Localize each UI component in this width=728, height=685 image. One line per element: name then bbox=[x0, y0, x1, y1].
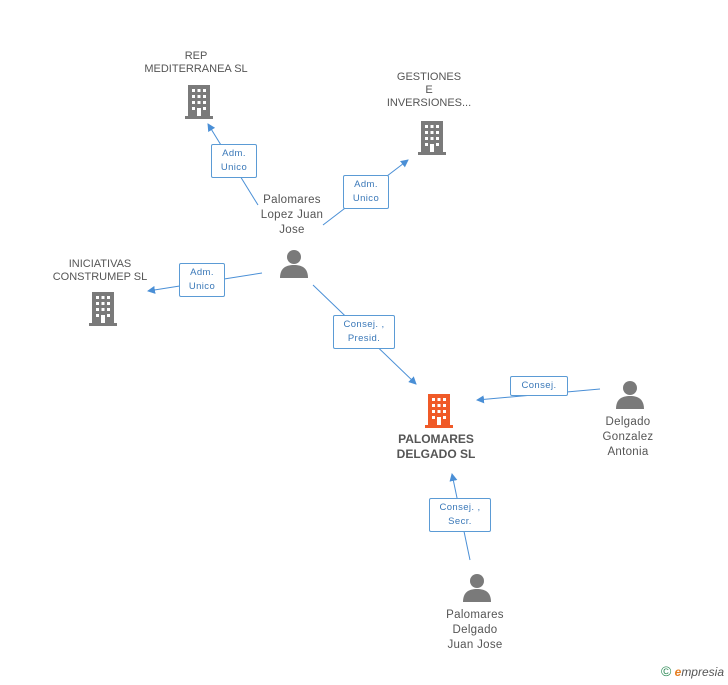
relation-label-iniciativas[interactable]: Adm. Unico bbox=[179, 263, 225, 297]
relation-label-main-secr[interactable]: Consej. , Secr. bbox=[429, 498, 491, 532]
brand-footer: © empresia bbox=[661, 663, 724, 679]
node-label-delgado-gonzalez[interactable]: Delgado Gonzalez Antonia bbox=[602, 416, 654, 458]
building-icon-gestiones[interactable] bbox=[416, 121, 448, 155]
node-label-rep[interactable]: REP MEDITERRANEA SL bbox=[144, 50, 248, 75]
relation-label-main-presid[interactable]: Consej. , Presid. bbox=[333, 315, 395, 349]
relation-label-main-delgado[interactable]: Consej. bbox=[510, 376, 568, 396]
person-icon-palomares-delgado[interactable] bbox=[462, 573, 492, 603]
node-label-palomares-lopez[interactable]: Palomares Lopez Juan Jose bbox=[260, 194, 324, 236]
building-icon-main[interactable] bbox=[423, 394, 455, 428]
person-icon-delgado-gonzalez[interactable] bbox=[615, 380, 645, 410]
brand-e-logo: e bbox=[674, 665, 682, 679]
node-label-iniciativas[interactable]: INICIATIVAS CONSTRUMEP SL bbox=[52, 258, 148, 283]
building-icon-iniciativas[interactable] bbox=[87, 292, 119, 326]
person-icon-palomares-lopez[interactable] bbox=[279, 249, 309, 279]
node-label-palomares-delgado[interactable]: Palomares Delgado Juan Jose bbox=[446, 609, 504, 651]
building-icon-rep[interactable] bbox=[183, 85, 215, 119]
relation-label-rep[interactable]: Adm. Unico bbox=[211, 144, 257, 178]
node-label-gestiones[interactable]: GESTIONES E INVERSIONES... bbox=[386, 71, 472, 109]
relation-label-gestiones[interactable]: Adm. Unico bbox=[343, 175, 389, 209]
brand-name: mpresia bbox=[681, 665, 724, 679]
node-label-main[interactable]: PALOMARES DELGADO SL bbox=[396, 432, 476, 461]
copyright-icon: © bbox=[660, 663, 672, 679]
